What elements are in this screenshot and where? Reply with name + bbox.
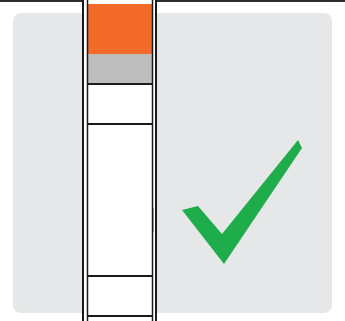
segmented-column — [82, 0, 157, 321]
segment-filled — [88, 4, 152, 54]
segment-empty — [88, 124, 152, 276]
segmented-column-graphic — [82, 0, 157, 321]
checkmark-icon — [178, 138, 306, 264]
top-divider — [0, 0, 345, 2]
segment-empty — [88, 84, 152, 124]
segment-empty — [88, 276, 152, 316]
segment-partial — [88, 54, 152, 84]
